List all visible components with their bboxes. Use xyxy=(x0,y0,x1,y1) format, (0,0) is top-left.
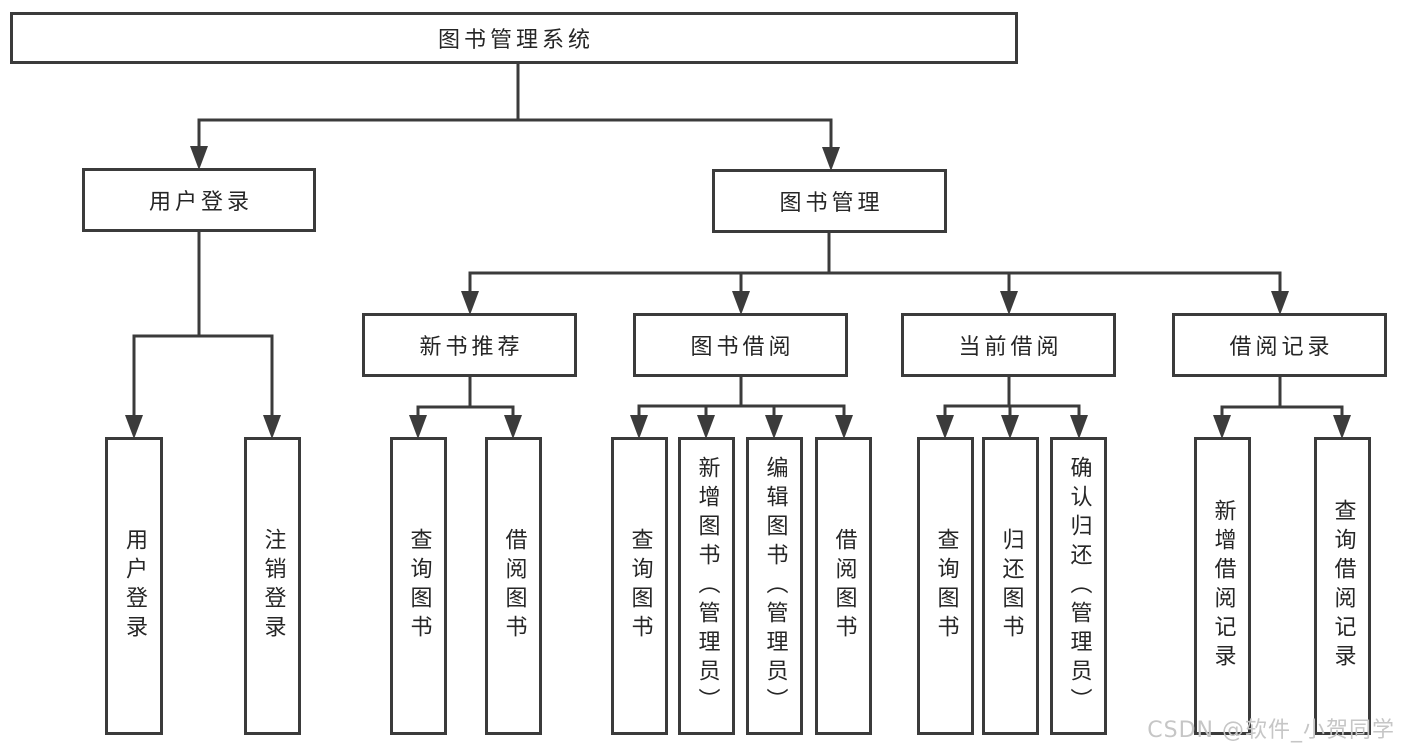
leaf-add-book-admin: 新增图书（管理员） xyxy=(678,437,735,735)
node-current-borrowing: 当前借阅 xyxy=(901,313,1116,377)
leaf-query-borrow-record: 查询借阅记录 xyxy=(1314,437,1371,735)
node-book-management: 图书管理 xyxy=(712,169,947,233)
node-borrowing-records: 借阅记录 xyxy=(1172,313,1387,377)
node-new-book-recommend: 新书推荐 xyxy=(362,313,577,377)
leaf-query-books-current: 查询图书 xyxy=(917,437,974,735)
leaf-logout-login: 注销登录 xyxy=(244,437,301,735)
leaf-query-books-borrowing: 查询图书 xyxy=(611,437,668,735)
node-user-login: 用户登录 xyxy=(82,168,316,232)
leaf-user-login: 用户登录 xyxy=(105,437,163,735)
csdn-watermark: CSDN @软件_小贺同学 xyxy=(1147,718,1395,743)
leaf-borrow-books-recommend: 借阅图书 xyxy=(485,437,542,735)
leaf-return-books: 归还图书 xyxy=(982,437,1039,735)
leaf-confirm-return-admin: 确认归还（管理员） xyxy=(1050,437,1107,735)
leaf-edit-book-admin: 编辑图书（管理员） xyxy=(746,437,803,735)
node-book-borrowing: 图书借阅 xyxy=(633,313,848,377)
leaf-borrow-books-borrowing: 借阅图书 xyxy=(815,437,872,735)
leaf-add-borrow-record: 新增借阅记录 xyxy=(1194,437,1251,735)
node-root-system: 图书管理系统 xyxy=(10,12,1018,64)
leaf-query-books-recommend: 查询图书 xyxy=(390,437,447,735)
